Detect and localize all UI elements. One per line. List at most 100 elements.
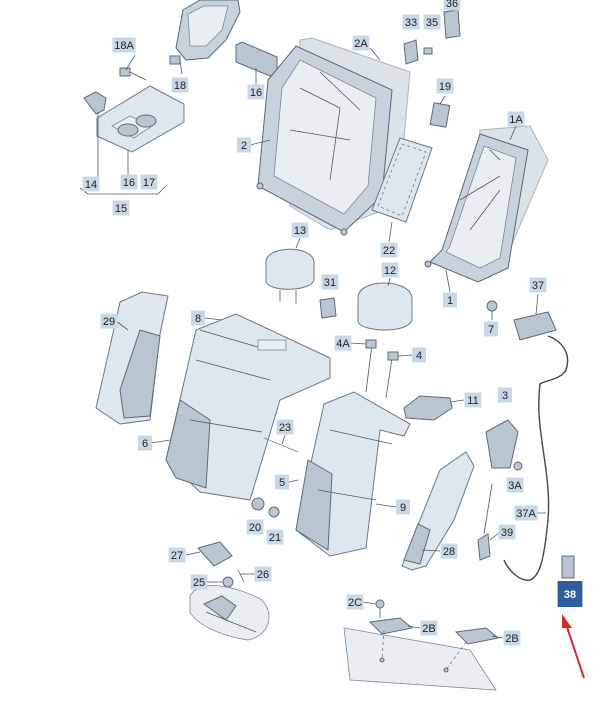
part-label-14-box <box>82 176 100 192</box>
part-label-2C-text: 2C <box>348 597 362 609</box>
part-label-36: 36 <box>443 0 461 11</box>
part-label-18A: 18A <box>112 37 136 53</box>
part-label-31-text: 31 <box>324 277 336 289</box>
part-label-1-box <box>443 292 457 308</box>
part-label-5-box <box>275 474 289 490</box>
part-label-6-box <box>138 435 152 451</box>
part-label-26: 26 <box>254 566 272 582</box>
part-label-2-box <box>237 137 251 153</box>
part-label-21: 21 <box>266 529 284 545</box>
part-label-26-box <box>254 566 272 582</box>
part-label-25-box <box>190 574 208 590</box>
part-label-3: 3 <box>498 387 512 403</box>
part-label-39-box <box>498 524 516 540</box>
part-label-1A-box <box>507 111 525 127</box>
part-label-2: 2 <box>237 137 251 153</box>
part-label-12-text: 12 <box>384 265 396 277</box>
part-label-19: 19 <box>436 78 454 94</box>
part-label-33: 33 <box>402 14 420 30</box>
part-label-25: 25 <box>190 574 208 590</box>
part-label-37-text: 37 <box>532 280 544 292</box>
part-label-29-text: 29 <box>103 316 115 328</box>
part-label-11: 11 <box>464 392 482 408</box>
part-label-16b-text: 16 <box>123 177 135 189</box>
part-label-28-text: 28 <box>443 546 455 558</box>
part-label-20: 20 <box>246 519 264 535</box>
backrest-frame-left <box>256 9 461 236</box>
backrest-frame-right <box>424 125 575 581</box>
part-label-9-text: 9 <box>400 502 406 514</box>
part-label-36-text: 36 <box>446 0 458 10</box>
part-label-23-box <box>276 419 294 435</box>
part-label-37-box <box>529 277 547 293</box>
part-label-22: 22 <box>380 242 398 258</box>
part-label-16b-box <box>120 174 138 190</box>
part-label-37: 37 <box>529 277 547 293</box>
part-label-16a: 16 <box>247 84 265 100</box>
part-label-39-text: 39 <box>501 527 513 539</box>
part-label-3A-box <box>506 477 524 493</box>
part-label-2B-1-text: 2B <box>422 623 435 635</box>
part-label-7: 7 <box>484 321 498 337</box>
part-label-31-box <box>321 274 339 290</box>
part-label-16a-text: 16 <box>250 87 262 99</box>
part-label-2B-2: 2B <box>503 630 521 646</box>
part-label-9-box <box>396 499 410 515</box>
part-label-39: 39 <box>498 524 516 540</box>
part-label-13: 13 <box>291 222 309 238</box>
part-label-21-text: 21 <box>269 532 281 544</box>
part-label-4A: 4A <box>334 335 352 351</box>
part-label-18A-text: 18A <box>114 40 134 52</box>
part-label-4-box <box>412 347 426 363</box>
part-label-9: 9 <box>396 499 410 515</box>
part-label-3A: 3A <box>506 477 524 493</box>
backrest-cover-6 <box>165 313 331 501</box>
part-label-4-text: 4 <box>416 350 422 362</box>
part-label-35: 35 <box>423 14 441 30</box>
part-label-19-box <box>436 78 454 94</box>
part-label-2C-box <box>346 594 364 610</box>
part-label-2B-1: 2B <box>420 620 438 636</box>
part-label-28: 28 <box>440 543 458 559</box>
part-label-7-box <box>484 321 498 337</box>
part-label-36-box <box>443 0 461 11</box>
part-label-2A: 2A <box>352 35 370 51</box>
floor-bracket-left <box>189 585 270 641</box>
part-label-12-box <box>381 262 399 278</box>
part-label-26-text: 26 <box>257 569 269 581</box>
part-label-4A-text: 4A <box>336 338 350 350</box>
part-label-2B-2-box <box>503 630 521 646</box>
part-label-29-box <box>100 313 118 329</box>
part-label-33-box <box>402 14 420 30</box>
part-label-15-box <box>112 200 130 216</box>
part-label-2A-box <box>352 35 370 51</box>
part-label-7-text: 7 <box>488 324 494 336</box>
part-label-3-box <box>498 387 512 403</box>
part-label-14: 14 <box>82 176 100 192</box>
part-label-2C: 2C <box>346 594 364 610</box>
part-label-37A-text: 37A <box>516 508 536 520</box>
part-label-15-text: 15 <box>115 203 127 215</box>
small-parts <box>197 395 523 588</box>
highlighted-part-label-38-box <box>557 581 583 607</box>
part-label-5: 5 <box>275 474 289 490</box>
part-label-11-box <box>464 392 482 408</box>
part-label-16a-box <box>247 84 265 100</box>
part-label-13-text: 13 <box>294 225 306 237</box>
part-label-1A-text: 1A <box>509 114 523 126</box>
part-label-2B-2-text: 2B <box>505 633 518 645</box>
part-label-8-box <box>191 310 205 326</box>
part-label-25-text: 25 <box>193 577 205 589</box>
part-label-3A-text: 3A <box>508 480 522 492</box>
part-label-16b: 16 <box>120 174 138 190</box>
part-label-22-box <box>380 242 398 258</box>
part-label-14-text: 14 <box>85 179 97 191</box>
part-label-13-box <box>291 222 309 238</box>
part-label-21-box <box>266 529 284 545</box>
part-label-29: 29 <box>100 313 118 329</box>
part-label-33-text: 33 <box>405 17 417 29</box>
part-label-2-text: 2 <box>241 140 247 152</box>
part-label-23-text: 23 <box>279 422 291 434</box>
part-label-1A: 1A <box>507 111 525 127</box>
part-label-12: 12 <box>381 262 399 278</box>
